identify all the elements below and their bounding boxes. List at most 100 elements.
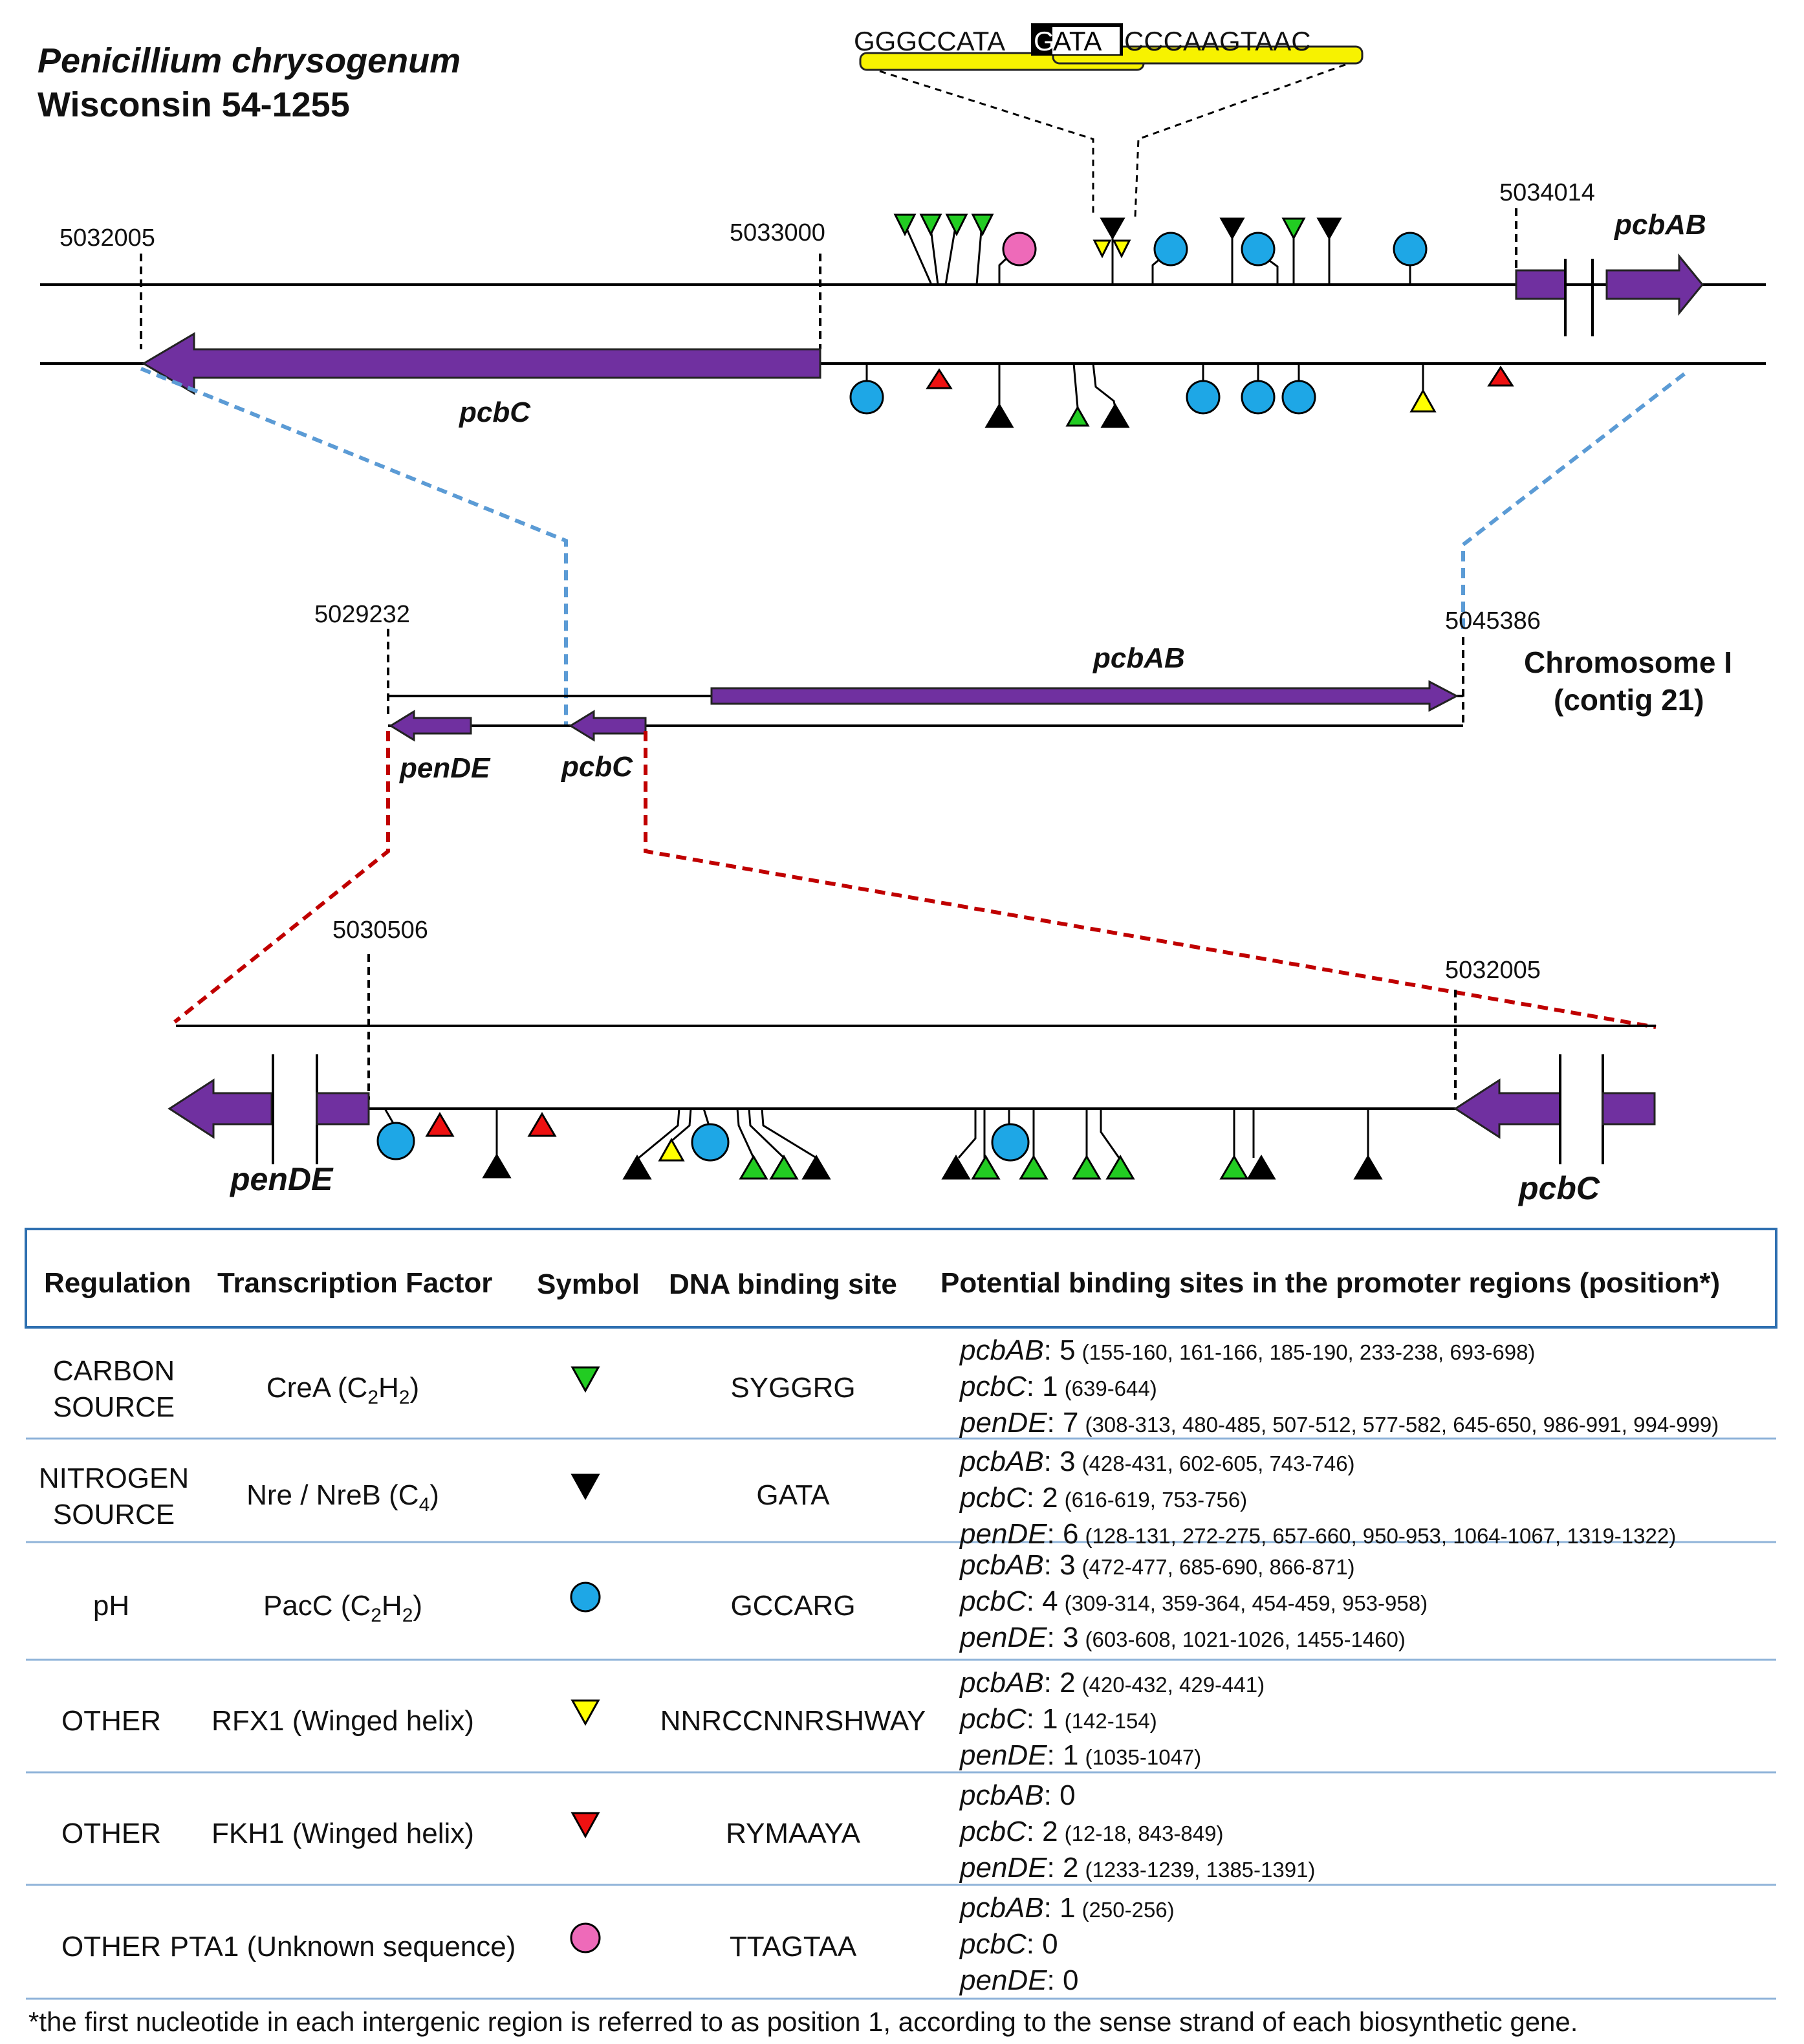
site-positions: (142-154) <box>1065 1709 1157 1733</box>
pacc-site-icon <box>1393 232 1428 266</box>
gene-name: penDE <box>959 1852 1047 1884</box>
dna-binding-site: TTAGTAA <box>730 1931 857 1962</box>
crea-site-icon <box>893 213 917 237</box>
site-positions: (420-432, 429-441) <box>1082 1673 1265 1697</box>
site-count: : 4 <box>1027 1585 1058 1617</box>
regulation-label: pH <box>93 1590 129 1622</box>
stalk <box>903 223 933 285</box>
header-symbol: Symbol <box>537 1268 640 1300</box>
potential-sites-line: penDE: 3(603-608, 1021-1026, 1455-1460) <box>959 1622 1406 1653</box>
pcbC-gene-arrow <box>142 332 821 395</box>
site-positions: (603-608, 1021-1026, 1455-1460) <box>1085 1627 1405 1651</box>
factor-subscript: 4 <box>419 1494 430 1516</box>
pcbAB-gene-arrow-middle <box>710 680 1459 712</box>
factor-subscript: 2 <box>399 1387 410 1408</box>
factor-text: RFX1 (Winged helix) <box>212 1705 474 1737</box>
bottom-panel: 5030506 5032005 penDE pcbC <box>168 917 1656 1206</box>
site-count: : 0 <box>1047 1964 1079 1996</box>
header-regulation: Regulation <box>44 1267 191 1299</box>
gene-name: pcbAB <box>959 1446 1044 1477</box>
pacc-site-icon <box>1241 232 1276 266</box>
zoom-line-red-left <box>173 731 390 1024</box>
potential-sites-line: pcbAB: 1(250-256) <box>959 1892 1175 1924</box>
potential-sites-line: pcbC: 1(142-154) <box>959 1703 1157 1735</box>
fkh1-site-icon <box>425 1112 455 1137</box>
regulation-label: OTHER <box>61 1705 161 1737</box>
factor-subscript: 2 <box>371 1605 382 1626</box>
factor-text: PTA1 <box>170 1931 239 1962</box>
crea-site-icon <box>971 1155 1001 1180</box>
rfx1-site-icon <box>1112 239 1131 259</box>
stalk <box>975 223 983 285</box>
dna-binding-site: GCCARG <box>730 1590 855 1622</box>
crea-site-icon <box>739 1155 768 1180</box>
gene-name: pcbAB <box>959 1334 1044 1366</box>
nre-site-icon <box>1353 1155 1383 1180</box>
pcbC-gene-start <box>1602 1092 1656 1125</box>
regulation-label: CARBON <box>53 1355 175 1387</box>
gene-name: pcbAB <box>959 1779 1044 1811</box>
sequence-box-first: G <box>1034 26 1055 56</box>
site-count: : 2 <box>1027 1482 1058 1514</box>
contig-label: (contig 21) <box>1554 683 1704 717</box>
pink-circle-icon <box>570 1922 601 1953</box>
pacc-site-icon <box>1186 380 1221 415</box>
pacc-site-icon <box>691 1123 730 1162</box>
pacc-site-icon <box>991 1123 1030 1162</box>
chromosome-label: Chromosome I <box>1524 646 1732 679</box>
potential-sites-line: pcbC: 0 <box>959 1928 1058 1960</box>
gene-name: pcbC <box>959 1816 1027 1847</box>
gene-name: penDE <box>959 1407 1047 1439</box>
factor-text: PacC (C <box>263 1590 371 1622</box>
site-count: : 5 <box>1044 1334 1076 1366</box>
pcbAB-label-middle: pcbAB <box>1092 642 1185 674</box>
strain-name: Wisconsin 54-1255 <box>38 85 350 124</box>
site-positions: (308-313, 480-485, 507-512, 577-582, 645… <box>1085 1413 1719 1437</box>
blue-circle-icon <box>570 1582 601 1613</box>
stalk <box>1100 1109 1120 1158</box>
regulation-label: SOURCE <box>53 1499 175 1530</box>
pacc-site-icon <box>376 1122 415 1160</box>
site-count: : 1 <box>1047 1739 1079 1771</box>
header-site: DNA binding site <box>669 1268 897 1300</box>
potential-sites-line: penDE: 6(128-131, 272-275, 657-660, 950-… <box>959 1518 1676 1550</box>
coord-5030506: 5030506 <box>332 917 428 944</box>
potential-sites-line: pcbAB: 2(420-432, 429-441) <box>959 1667 1265 1699</box>
pcbC-label-bottom: pcbC <box>1517 1170 1600 1206</box>
transcription-factor: CreA (C2H2) <box>266 1372 419 1408</box>
coord-5032005-bottom: 5032005 <box>1445 957 1541 984</box>
pacc-site-icon <box>1281 380 1316 415</box>
site-count: : 7 <box>1047 1407 1079 1439</box>
nre-site-icon <box>482 1153 512 1179</box>
site-positions: (155-160, 161-166, 185-190, 233-238, 693… <box>1082 1340 1536 1364</box>
transcription-factor: PacC (C2H2) <box>263 1590 422 1626</box>
stalk <box>1092 363 1116 408</box>
crea-site-icon <box>1105 1155 1135 1180</box>
regulation-label: OTHER <box>61 1931 161 1962</box>
factor-text: Nre / NreB (C <box>246 1479 418 1511</box>
crea-site-icon <box>1072 1155 1102 1180</box>
dna-binding-site: NNRCCNNRSHWAY <box>660 1705 926 1737</box>
sequence-callout: GGGCCATA G ATA CCCAAGTAAC <box>854 23 1364 217</box>
crea-site-icon <box>769 1155 799 1180</box>
header-potential: Potential binding sites in the promoter … <box>940 1267 1720 1299</box>
nre-site-icon <box>984 403 1014 428</box>
gene-name: pcbC <box>959 1928 1027 1960</box>
gene-name: pcbC <box>959 1371 1027 1402</box>
potential-sites-line: pcbAB: 3(428-431, 602-605, 743-746) <box>959 1446 1355 1477</box>
potential-sites-line: pcbAB: 0 <box>959 1779 1076 1811</box>
pcbC-label-middle: pcbC <box>561 751 633 783</box>
stalk <box>748 1108 785 1159</box>
site-positions: (1233-1239, 1385-1391) <box>1085 1858 1315 1882</box>
rfx1-site-icon <box>658 1137 685 1162</box>
gene-name: pcbC <box>959 1482 1027 1514</box>
green-down-triangle-icon <box>571 1366 600 1393</box>
zoom-line-blue-right <box>1461 372 1686 634</box>
site-positions: (472-477, 685-690, 866-871) <box>1082 1555 1355 1579</box>
transcription-factor: PTA1 (Unknown sequence) <box>170 1931 516 1962</box>
site-count: : 1 <box>1044 1892 1076 1924</box>
site-positions: (639-644) <box>1065 1376 1157 1400</box>
yellow-down-triangle-icon <box>571 1699 600 1726</box>
factor-text: ) <box>429 1479 439 1511</box>
